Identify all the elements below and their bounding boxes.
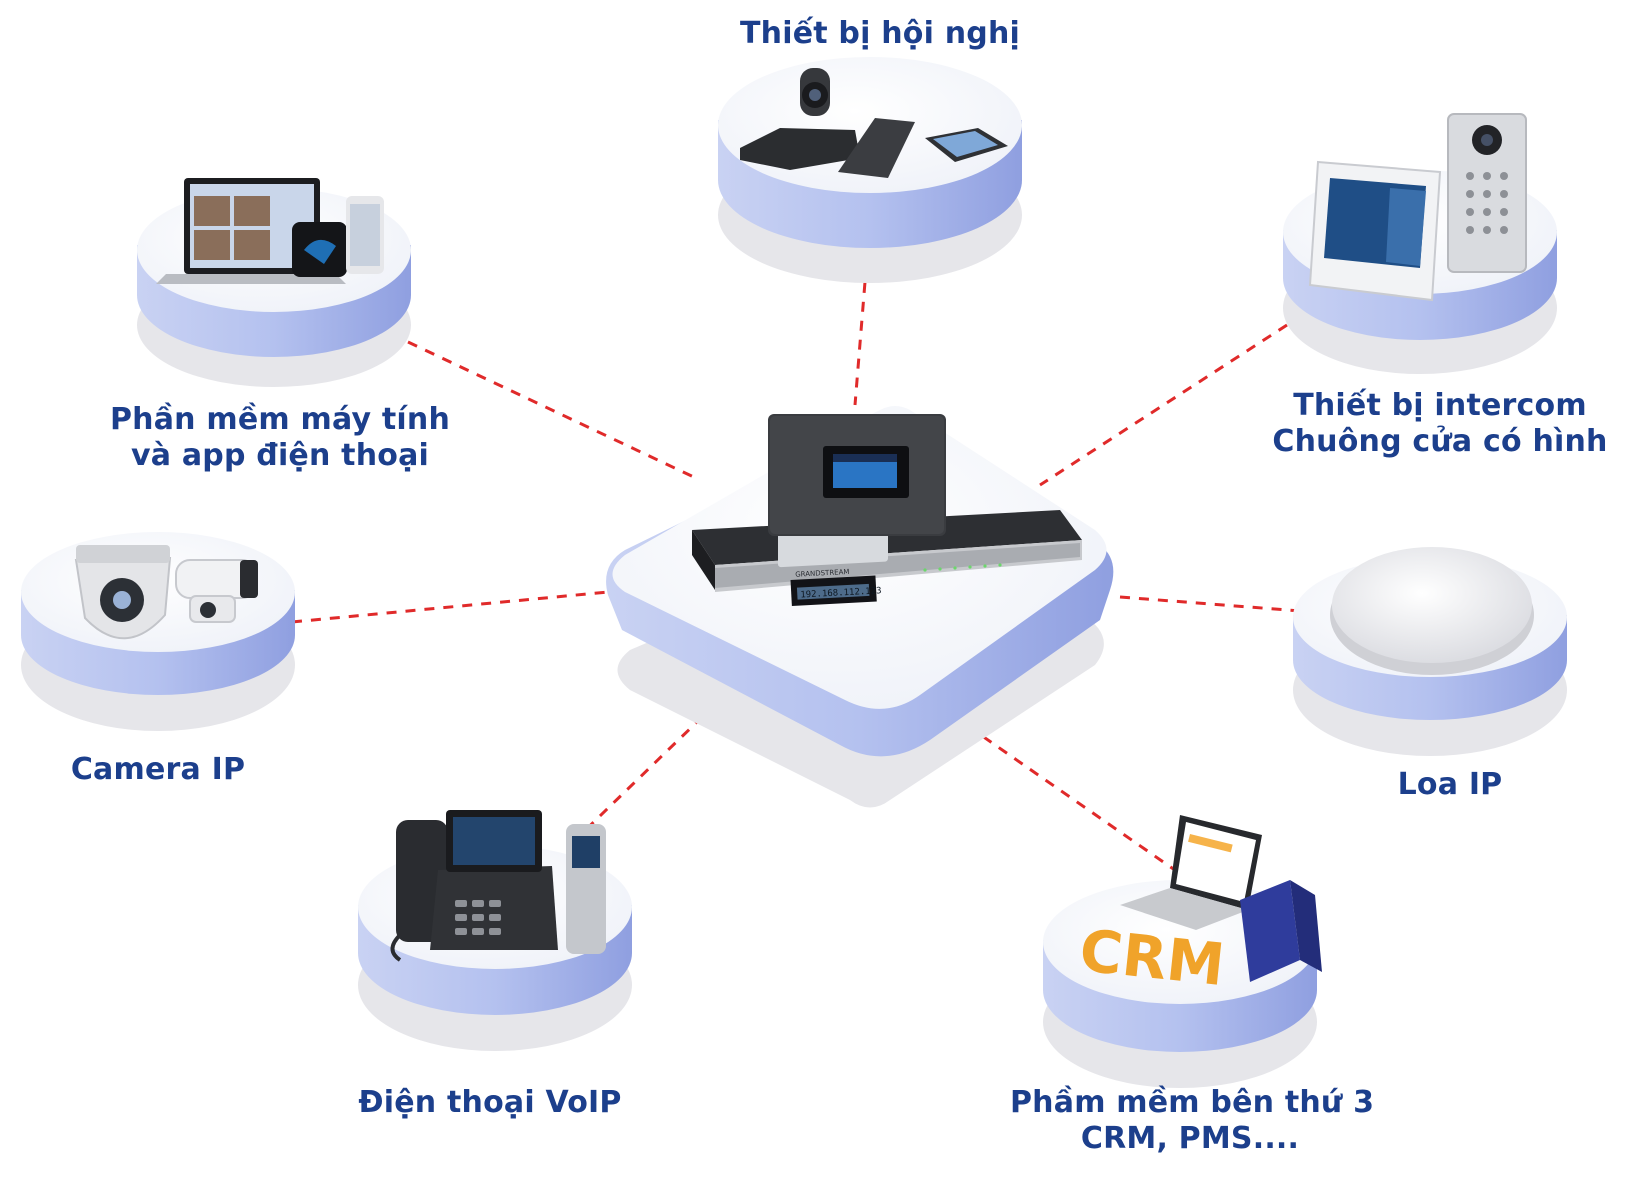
label-thirdparty-line-1: Phầm mềm bên thứ 3: [1010, 1085, 1375, 1120]
hub-display-text: 192.168.112.123: [800, 586, 882, 600]
label-software-line-1: Phần mềm máy tính: [109, 402, 451, 437]
connector-thirdparty: [951, 713, 1183, 877]
label-conference: Thiết bị hội nghị: [740, 16, 1021, 52]
crm-badge: CRM: [1077, 916, 1228, 999]
label-intercom-line-2: Chuông cửa có hình: [1272, 424, 1608, 459]
label-speaker-line-1: Loa IP: [1397, 767, 1503, 802]
connector-software: [407, 340, 701, 482]
label-software-line-2: và app điện thoại: [130, 438, 430, 473]
connector-camera: [291, 590, 609, 624]
ceiling-speaker-icon: [1330, 547, 1534, 675]
label-camera-line-1: Camera IP: [70, 752, 246, 787]
desk-phone-icon: [390, 810, 606, 962]
label-voip: Điện thoại VoIP: [340, 1085, 640, 1121]
label-software: Phần mềm máy tính và app điện thoại: [100, 402, 460, 474]
label-camera: Camera IP: [58, 752, 258, 788]
laptop-phone-icon: [156, 178, 384, 284]
hub-brand: GRANDSTREAM: [795, 568, 850, 579]
connector-lines: [291, 244, 1353, 877]
pbx-device: 192.168.112.123 GRANDSTREAM: [692, 414, 1082, 606]
label-thirdparty-line-2: CRM, PMS....: [1080, 1121, 1300, 1156]
label-conference-line-1: Thiết bị hội nghị: [740, 16, 1021, 51]
label-voip-line-1: Điện thoại VoIP: [358, 1085, 622, 1120]
label-intercom-line-1: Thiết bị intercom: [1293, 388, 1587, 423]
crm-server-icon: CRM: [1077, 815, 1322, 999]
conference-camera-icon: [740, 68, 1008, 178]
connector-intercom: [1039, 323, 1288, 487]
label-thirdparty: Phầm mềm bên thứ 3 CRM, PMS....: [1010, 1085, 1375, 1157]
label-speaker: Loa IP: [1380, 767, 1520, 803]
intercom-doorbell-icon: [1308, 113, 1527, 302]
label-intercom: Thiết bị intercom Chuông cửa có hình: [1260, 388, 1620, 460]
ip-camera-icon: [74, 545, 258, 640]
